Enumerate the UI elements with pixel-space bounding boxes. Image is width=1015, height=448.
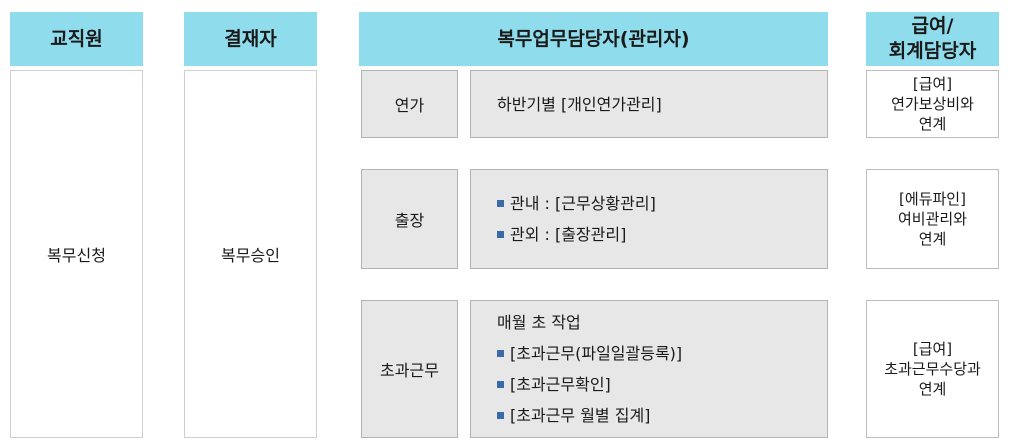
category-label: 출장 [394,211,425,230]
header-accounting-line2: 회계담당자 [888,40,977,62]
detail-text: 매월 초 작업 [497,313,581,332]
category-label: 초과근무 [380,361,439,380]
category-annual-leave: 연가 [361,70,458,138]
approver-column: 복무승인 [184,70,317,438]
link-overtime: [급여] 초과근무수당과 연계 [866,300,999,438]
header-faculty-label: 교직원 [50,27,103,50]
link-line: 연계 [918,230,947,248]
detail-text: [초과근무확인] [510,375,611,394]
detail-line: 매월 초 작업 [497,307,827,338]
category-overtime: 초과근무 [361,300,458,438]
detail-line: [초과근무 월별 집계] [497,400,827,431]
detail-overtime: 매월 초 작업 [초과근무(파일일괄등록)] [초과근무확인] [초과근무 월별… [470,300,828,438]
detail-text: 관내 : [근무상황관리] [510,194,656,213]
faculty-column: 복무신청 [10,70,143,438]
header-accounting-line1: 급여/ [911,15,954,37]
category-business-trip: 출장 [361,169,458,269]
square-bullet-icon [497,231,504,238]
header-manager-label: 복무업무담당자(관리자) [497,27,690,50]
detail-text: [초과근무 월별 집계] [510,406,651,425]
link-line: 연계 [918,380,947,398]
link-business-trip: [에듀파인] 여비관리와 연계 [866,169,999,269]
faculty-task: 복무신청 [47,246,106,265]
link-line: [급여] [912,340,953,358]
category-label: 연가 [394,96,425,115]
square-bullet-icon [497,381,504,388]
square-bullet-icon [497,412,504,419]
square-bullet-icon [497,350,504,357]
square-bullet-icon [497,200,504,207]
link-line: [급여] [912,75,953,93]
header-approver-label: 결재자 [224,27,277,50]
detail-line: 하반기별 [개인연가관리] [497,89,827,120]
link-annual-leave: [급여] 연가보상비와 연계 [866,70,999,138]
link-line: 여비관리와 [897,210,967,228]
detail-text: 하반기별 [개인연가관리] [497,94,662,114]
header-approver: 결재자 [184,12,317,66]
detail-line: 관내 : [근무상황관리] [497,188,827,219]
detail-annual-leave: 하반기별 [개인연가관리] [470,70,828,138]
detail-line: [초과근무(파일일괄등록)] [497,338,827,369]
header-accounting: 급여/ 회계담당자 [866,12,999,66]
header-faculty: 교직원 [10,12,143,66]
link-line: 연계 [918,115,947,133]
header-manager: 복무업무담당자(관리자) [359,12,828,66]
detail-line: [초과근무확인] [497,369,827,400]
detail-text: [초과근무(파일일괄등록)] [510,344,683,363]
detail-line: 관외 : [출장관리] [497,219,827,250]
link-line: [에듀파인] [899,190,966,208]
detail-text: 관외 : [출장관리] [510,225,627,244]
link-line: 연가보상비와 [891,95,974,113]
detail-business-trip: 관내 : [근무상황관리] 관외 : [출장관리] [470,169,828,269]
approver-task: 복무승인 [221,246,280,265]
link-line: 초과근무수당과 [884,360,981,378]
